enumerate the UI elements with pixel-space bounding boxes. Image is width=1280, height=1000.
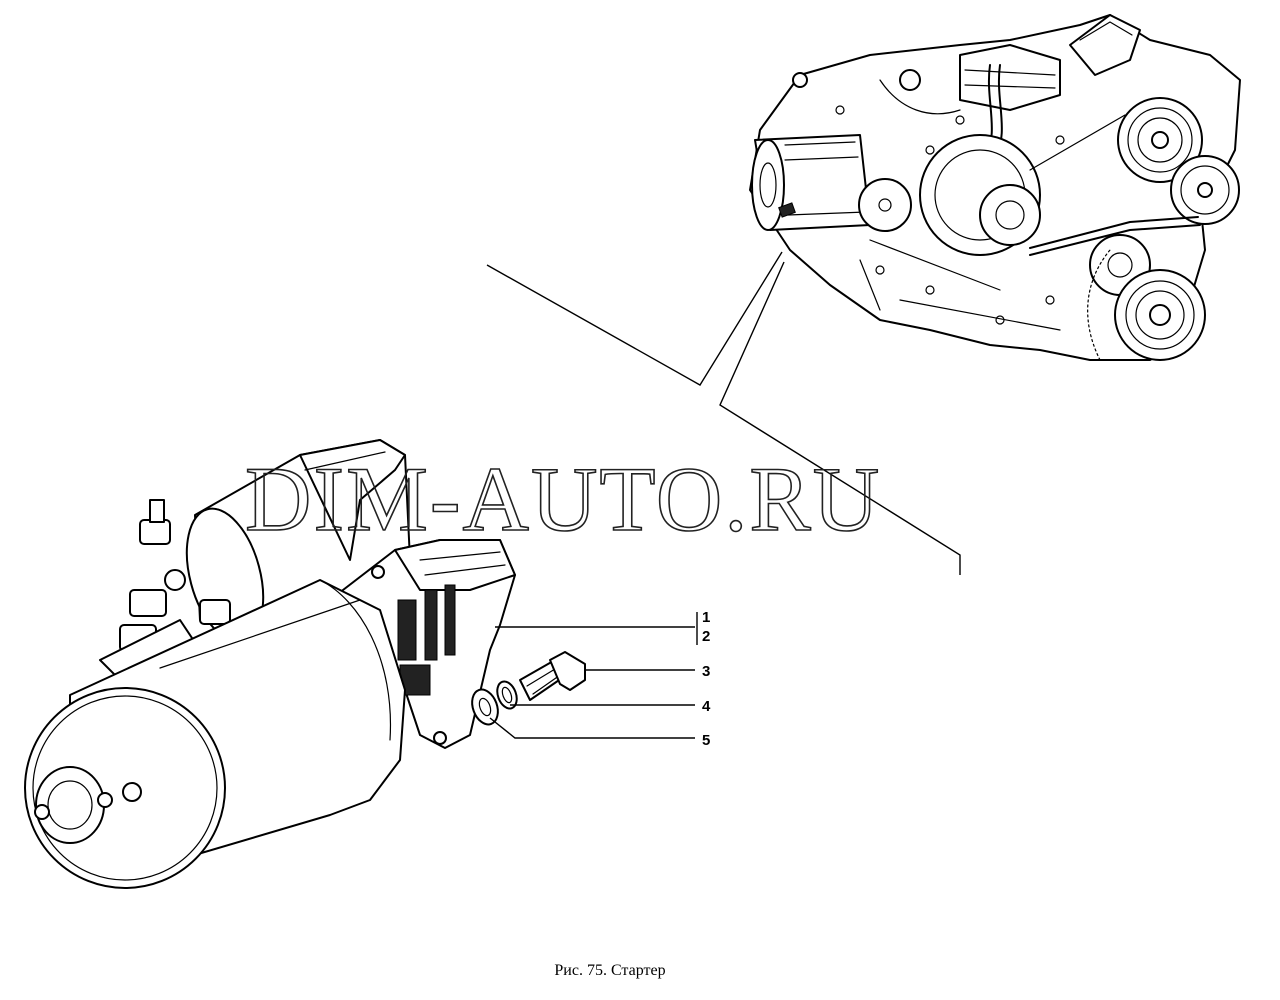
callout-2: 2 [702, 628, 710, 645]
engine-assembly-illustration [749, 14, 1241, 361]
watermark: DIM-AUTO.RU [245, 448, 881, 550]
spring-washer-illustration [496, 680, 518, 710]
callout-3: 3 [702, 663, 710, 680]
flat-washer-illustration [471, 688, 499, 726]
callout-leaders [489, 612, 698, 739]
callout-5: 5 [702, 732, 710, 749]
starter-illustration [24, 439, 516, 889]
callout-4: 4 [702, 698, 711, 715]
figure-caption: Рис. 75. Стартер [554, 962, 666, 979]
engine-to-starter-leaders [486, 251, 961, 575]
callout-1: 1 [702, 609, 710, 626]
bolt-illustration [519, 651, 586, 701]
